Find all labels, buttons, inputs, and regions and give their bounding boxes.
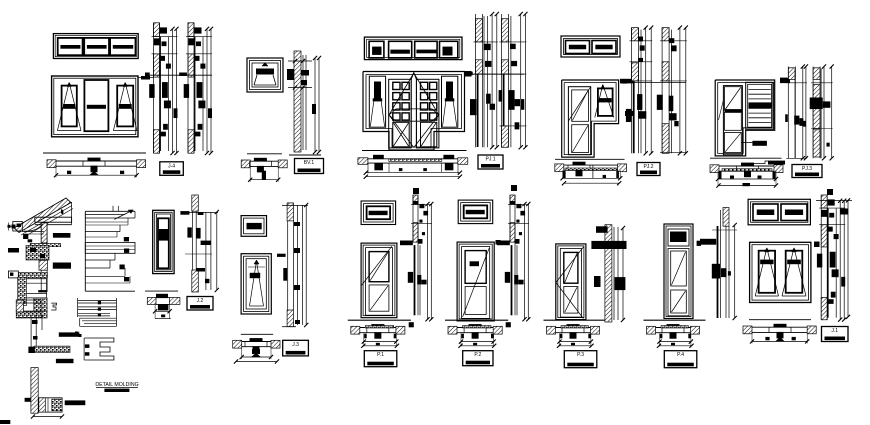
svg-text:PJ.3: PJ.3 (802, 166, 812, 172)
svg-text:PJ.1: PJ.1 (485, 157, 495, 163)
svg-text:P.4: P.4 (677, 352, 684, 358)
svg-text:P.2: P.2 (474, 352, 481, 358)
svg-text:PJ.2: PJ.2 (643, 164, 653, 170)
svg-text:DETAIL MOLDING: DETAIL MOLDING (95, 382, 138, 388)
svg-text:J-4: J-4 (168, 163, 175, 169)
svg-text:P.1: P.1 (377, 352, 384, 358)
svg-text:J.1: J.1 (831, 328, 838, 334)
svg-text:J.3: J.3 (292, 342, 299, 348)
svg-text:P.3: P.3 (577, 352, 584, 358)
svg-text:J.2: J.2 (197, 298, 204, 304)
svg-text:BV.1: BV.1 (304, 160, 315, 166)
